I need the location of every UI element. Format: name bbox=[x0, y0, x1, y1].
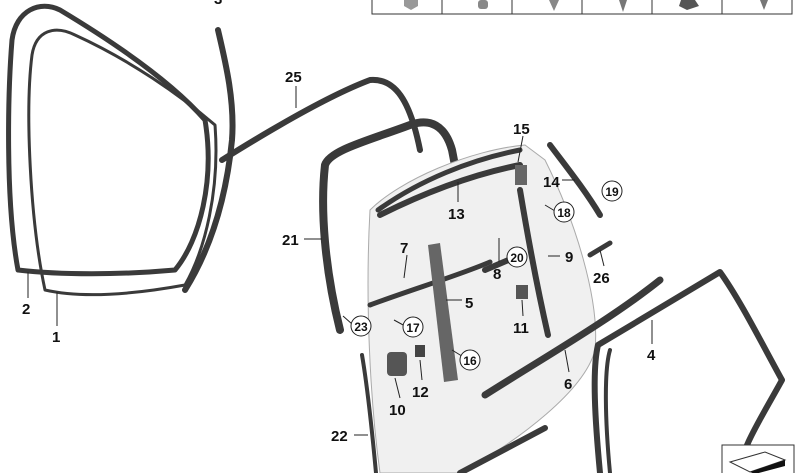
label-12: 12 bbox=[412, 384, 429, 401]
svg-text:17: 17 bbox=[406, 321, 420, 335]
label-13: 13 bbox=[448, 206, 465, 223]
part-9-channel bbox=[517, 187, 551, 338]
label-5: 5 bbox=[465, 295, 473, 312]
svg-text:18: 18 bbox=[557, 206, 571, 220]
label-2: 2 bbox=[22, 301, 30, 318]
part-11-handle-bracket bbox=[516, 285, 528, 299]
small-rivet-icon bbox=[760, 0, 768, 10]
svg-text:20: 20 bbox=[510, 251, 524, 265]
label-7: 7 bbox=[400, 240, 408, 257]
label-8: 8 bbox=[493, 266, 501, 283]
fastener-table bbox=[371, 0, 793, 15]
label-25: 25 bbox=[285, 69, 302, 86]
part-1-seal bbox=[27, 28, 218, 297]
part-10-piece bbox=[387, 352, 407, 376]
label-3: 3 bbox=[214, 0, 222, 8]
label-16: 16 bbox=[459, 349, 481, 371]
part-12-piece bbox=[415, 345, 425, 357]
rivet-icon bbox=[549, 0, 559, 11]
label-23: 23 bbox=[350, 315, 372, 337]
label-17: 17 bbox=[402, 316, 424, 338]
part-15-cover bbox=[515, 165, 527, 185]
screw-rivet-icon bbox=[619, 0, 627, 12]
label-14: 14 bbox=[543, 174, 560, 191]
svg-text:16: 16 bbox=[463, 354, 477, 368]
label-10: 10 bbox=[389, 402, 406, 419]
orientation-icon bbox=[721, 444, 795, 473]
label-19: 19 bbox=[601, 180, 623, 202]
clip-icon bbox=[404, 0, 418, 10]
part-3-strip bbox=[182, 27, 236, 293]
part-13-seal bbox=[377, 162, 523, 218]
label-18: 18 bbox=[553, 201, 575, 223]
part-26-piece bbox=[587, 240, 613, 258]
part-5-pillar bbox=[428, 243, 458, 382]
part-2-seal bbox=[6, 3, 211, 277]
label-26: 26 bbox=[593, 270, 610, 287]
sill-strip bbox=[457, 425, 548, 473]
label-11: 11 bbox=[513, 320, 529, 337]
label-6: 6 bbox=[564, 376, 572, 393]
bracket-clip-icon bbox=[679, 0, 699, 10]
label-21: 21 bbox=[282, 232, 299, 249]
door-frame-top bbox=[375, 147, 523, 213]
label-4: 4 bbox=[647, 347, 656, 364]
label-22: 22 bbox=[331, 428, 348, 445]
part-25-channel bbox=[219, 76, 423, 163]
label-15: 15 bbox=[513, 121, 530, 138]
part-6-seal bbox=[481, 276, 664, 399]
svg-text:23: 23 bbox=[354, 320, 368, 334]
part-4-inner bbox=[603, 348, 612, 473]
label-20: 20 bbox=[506, 246, 528, 268]
label-9: 9 bbox=[565, 249, 573, 266]
part-14-trim bbox=[547, 142, 603, 218]
label-1: 1 bbox=[52, 329, 60, 346]
part-22-strip bbox=[360, 353, 378, 473]
nut-icon bbox=[478, 0, 488, 9]
part-4-frame bbox=[591, 269, 785, 473]
svg-text:19: 19 bbox=[605, 185, 619, 199]
